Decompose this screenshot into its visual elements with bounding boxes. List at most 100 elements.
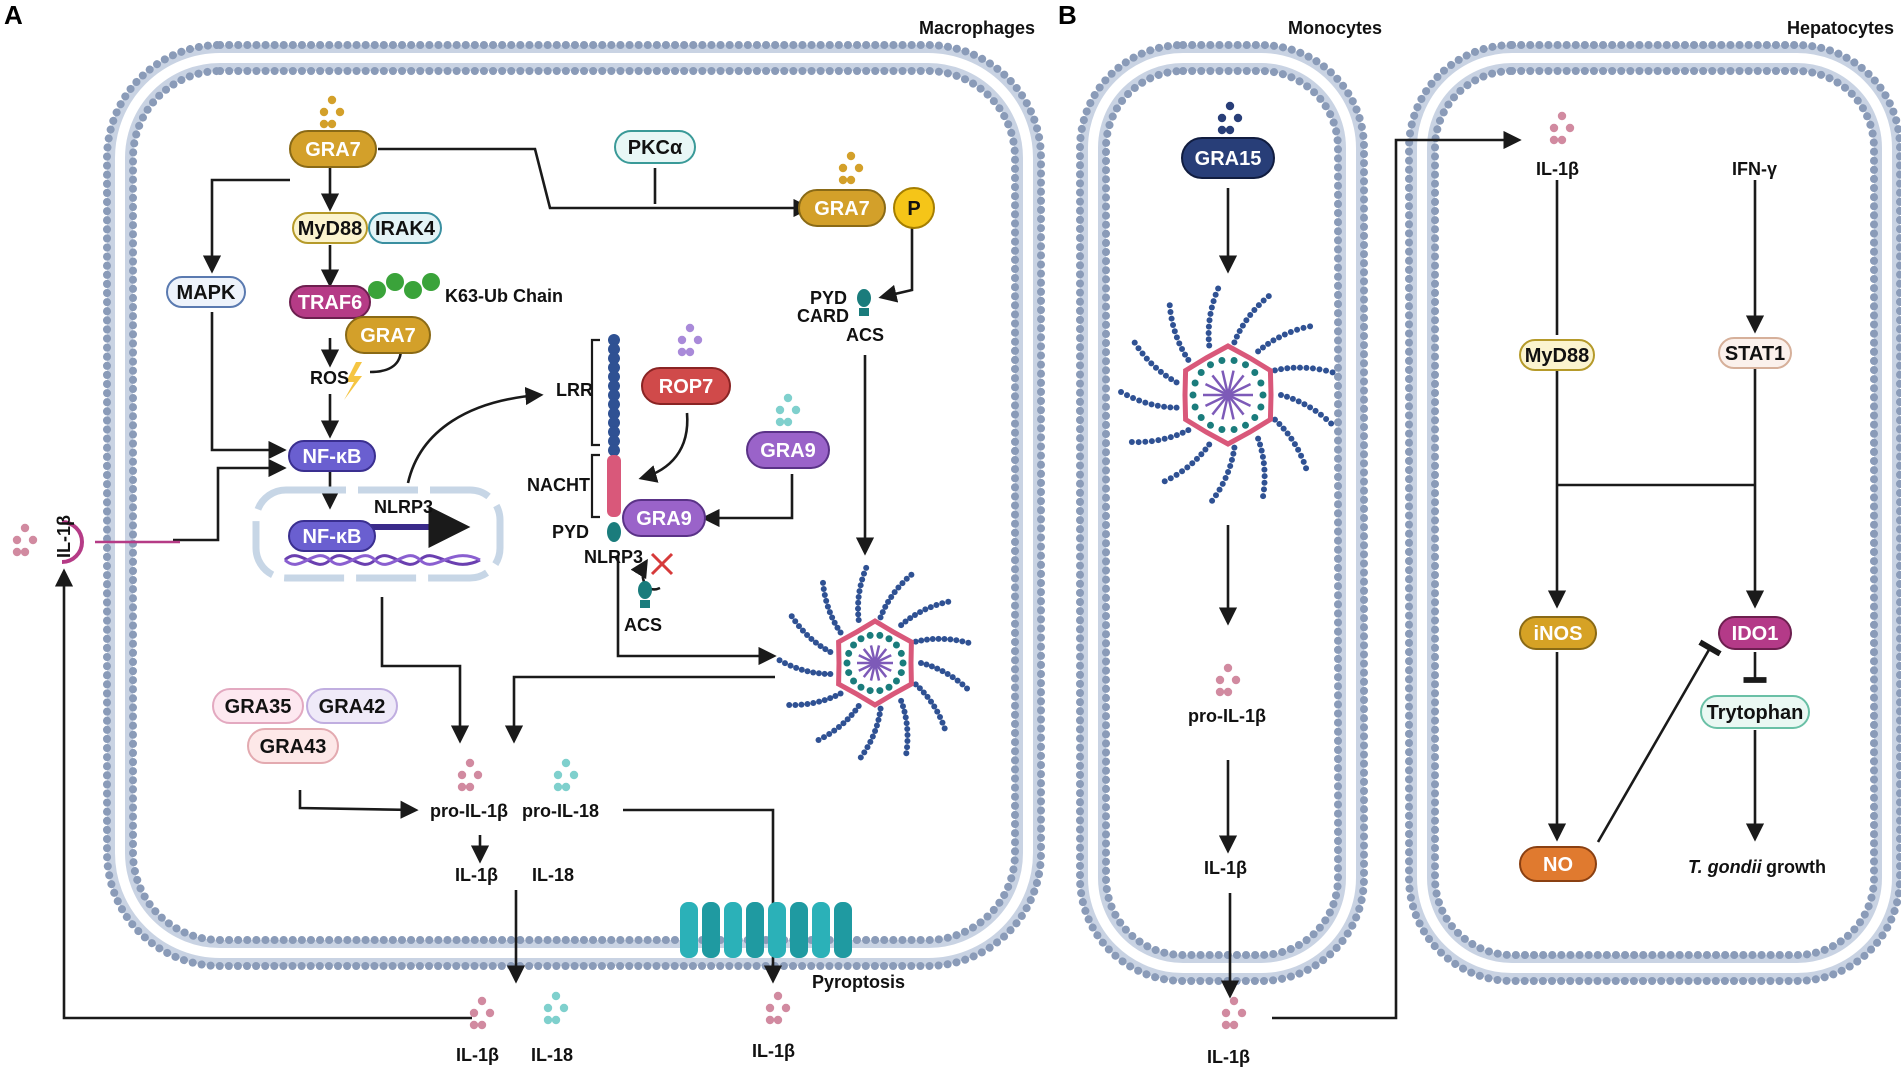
- il1b-hep-dots: [1549, 111, 1575, 145]
- tgondii-label: T. gondii: [1688, 857, 1763, 877]
- gra43-node: GRA43: [247, 728, 339, 764]
- ubiquitin-icon: [386, 273, 404, 291]
- acs-lower-icon: [638, 581, 652, 608]
- il1b-b-out-label: IL-1β: [1207, 1047, 1250, 1067]
- ros-label: ROS: [310, 368, 349, 388]
- gra42-node-label: GRA42: [319, 696, 386, 718]
- gra15-dots: [1217, 101, 1243, 135]
- gra7-top-node: GRA7: [289, 130, 377, 168]
- pyroptosis-label: Pyroptosis: [812, 972, 905, 992]
- pathway-arrows-a: [54, 147, 914, 1020]
- gra35-node: GRA35: [212, 688, 304, 724]
- myd88-node: MyD88: [292, 212, 368, 244]
- il1b-out2-dots: [765, 991, 791, 1025]
- rop7-node-label: ROP7: [659, 376, 713, 398]
- ros-lightning-icon: [344, 362, 362, 400]
- mapk-node-label: MAPK: [177, 282, 236, 304]
- pro-il1b-b-label: pro-IL-1β: [1188, 706, 1266, 726]
- ubiquitin-icon: [368, 281, 386, 299]
- lrr-label: LRR: [556, 380, 593, 400]
- monocytes-label: Monocytes: [1288, 18, 1382, 38]
- tryptophan-node: Trytophan: [1700, 695, 1810, 729]
- acs-upper-label: ACS: [846, 325, 884, 345]
- il1b-b-inner-label: IL-1β: [1204, 858, 1247, 878]
- ifng-label: IFN-γ: [1732, 159, 1777, 179]
- gra9-dots: [775, 393, 801, 427]
- traf6-node: TRAF6: [289, 285, 371, 319]
- gra15-node: GRA15: [1181, 137, 1275, 179]
- gra7-top-node-label: GRA7: [305, 139, 361, 161]
- stat1-node: STAT1: [1718, 337, 1792, 369]
- nfkb-nuc-node-label: NF-κB: [303, 526, 362, 548]
- ubiquitin-icon: [404, 281, 422, 299]
- myd88-hep-node: MyD88: [1519, 339, 1595, 371]
- gra7-top-dots: [319, 95, 345, 129]
- panel-b-letter: B: [1058, 0, 1077, 30]
- pkca-node: PKCα: [614, 130, 696, 164]
- mapk-node: MAPK: [166, 276, 246, 308]
- gra9-free-node: GRA9: [746, 431, 830, 469]
- nacht-label: NACHT: [527, 475, 590, 495]
- gra7-p-dots: [838, 151, 864, 185]
- no-node-label: NO: [1543, 854, 1573, 876]
- il1b-ext-dots: [12, 523, 38, 557]
- gra35-node-label: GRA35: [225, 696, 292, 718]
- nlrp3-gene-label: NLRP3: [374, 497, 433, 517]
- gra7-phospho-node: GRA7: [798, 189, 886, 227]
- pro-il18-dots: [553, 758, 579, 792]
- tryptophan-node-label: Trytophan: [1707, 702, 1804, 724]
- gra7-bound-node: GRA7: [345, 316, 431, 354]
- nucleus-icon: [252, 486, 504, 582]
- pro-il1b-label: pro-IL-1β: [430, 801, 508, 821]
- gra9-bound-node: GRA9: [622, 499, 706, 537]
- acs-upper-icon: [857, 289, 871, 316]
- pro-il18-label: pro-IL-18: [522, 801, 599, 821]
- myd88-node-label: MyD88: [298, 218, 362, 240]
- il1b-receptor-label: IL-1β: [54, 515, 74, 558]
- pro-il1b-dots: [457, 758, 483, 792]
- inflammasome-b-icon: [1118, 285, 1336, 504]
- growth-label: growth: [1766, 857, 1826, 877]
- macrophages-label: Macrophages: [919, 18, 1035, 38]
- il18-inner-label: IL-18: [532, 865, 574, 885]
- il18-out-label: IL-18: [531, 1045, 573, 1065]
- pkca-node-label: PKCα: [628, 137, 683, 159]
- ubiquitin-icon: [422, 273, 440, 291]
- il1b-b-out-dots: [1221, 996, 1247, 1030]
- acs-lower-label: ACS: [624, 615, 662, 635]
- il1b-inner-label: IL-1β: [455, 865, 498, 885]
- rop7-node: ROP7: [641, 367, 731, 405]
- traf6-node-label: TRAF6: [298, 292, 362, 314]
- nfkb-cyto-node: NF-κB: [288, 440, 376, 472]
- myd88-hep-node-label: MyD88: [1525, 345, 1589, 367]
- gasdermin-pore-icon: [680, 902, 852, 958]
- gra7-phospho-node-label: GRA7: [814, 198, 870, 220]
- inos-node-label: iNOS: [1534, 623, 1583, 645]
- il1b-out1-dots: [469, 996, 495, 1030]
- il1b-out2-label: IL-1β: [752, 1041, 795, 1061]
- card-acs-label: CARD: [797, 306, 849, 326]
- gra15-node-label: GRA15: [1195, 148, 1262, 170]
- gra9-free-node-label: GRA9: [760, 440, 816, 462]
- il1b-out1-label: IL-1β: [456, 1045, 499, 1065]
- nlrp3-protein-icon: [590, 334, 621, 542]
- stat1-node-label: STAT1: [1725, 343, 1785, 365]
- irak4-node-label: IRAK4: [375, 218, 436, 240]
- gra43-node-label: GRA43: [260, 736, 327, 758]
- hepatocytes-label: Hepatocytes: [1787, 18, 1894, 38]
- phospho-label: P: [907, 198, 920, 220]
- cell-membranes: [103, 41, 1901, 985]
- inos-node: iNOS: [1519, 616, 1597, 650]
- k63-label: K63-Ub Chain: [445, 286, 563, 306]
- gra9-bound-node-label: GRA9: [636, 508, 692, 530]
- il18-out-dots: [543, 991, 569, 1025]
- phospho-circle: [893, 187, 935, 229]
- inflammasome-icon: [776, 564, 972, 761]
- panel-a-letter: A: [4, 0, 23, 30]
- nfkb-nuc-node: NF-κB: [288, 520, 376, 552]
- nlrp3-label: NLRP3: [584, 547, 643, 567]
- pathway-arrows-b: [1218, 130, 1767, 1020]
- pyd-nlrp3-label: PYD: [552, 522, 589, 542]
- nfkb-cyto-node-label: NF-κB: [303, 446, 362, 468]
- ido1-node-label: IDO1: [1732, 623, 1779, 645]
